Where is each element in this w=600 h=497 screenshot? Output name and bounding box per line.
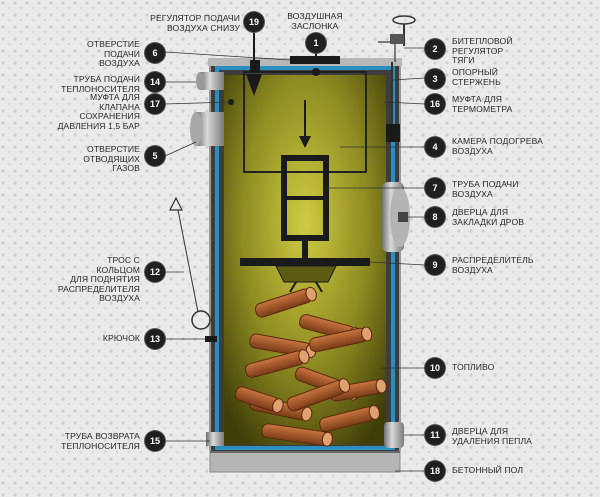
- callout-number-19: 19: [244, 12, 264, 32]
- draught-regulator: [390, 34, 404, 44]
- callout-number-9: 9: [425, 255, 445, 275]
- callout-label-12: Трос с кольцом для поднятия распределите…: [57, 255, 140, 304]
- callout-number-11: 11: [425, 425, 445, 445]
- callout-number-12: 12: [145, 262, 165, 282]
- callout-label-9: Распределитель воздуха: [452, 255, 534, 275]
- log: [261, 423, 333, 447]
- callout-label-7: Труба подачи воздуха: [452, 179, 519, 199]
- callout-number-16: 16: [425, 94, 445, 114]
- callout-label-5: Отверстие отводящих газов: [83, 144, 140, 174]
- callout-number-5: 5: [145, 146, 165, 166]
- callout-number-17: 17: [145, 94, 165, 114]
- callout-label-17: Муфта для клапана сохранения давления 1,…: [57, 92, 140, 131]
- callout-label-8: Дверца для закладки дров: [452, 207, 525, 227]
- log: [254, 286, 317, 318]
- callout-label-19: Регулятор подачи воздуха снизу: [150, 13, 240, 33]
- callout-label-18: Бетонный пол: [452, 465, 524, 475]
- return-pipe: [206, 432, 224, 446]
- callout-label-13: Крючок: [102, 333, 140, 343]
- log: [286, 378, 351, 412]
- callout-number-7: 7: [425, 178, 445, 198]
- air-distributor: [240, 258, 370, 266]
- log: [319, 405, 380, 433]
- callout-label-2: Битепловой регулятор тяги: [452, 36, 513, 66]
- callout-label-4: Камера подогрева воздуха: [452, 136, 543, 156]
- callout-label-10: Топливо: [452, 362, 495, 372]
- thermometer-socket: [386, 124, 400, 142]
- supply-pipe: [200, 72, 224, 90]
- callout-number-4: 4: [425, 137, 445, 157]
- firewood: [234, 286, 387, 447]
- callout-number-6: 6: [145, 43, 165, 63]
- callout-number-8: 8: [425, 207, 445, 227]
- callout-number-15: 15: [145, 431, 165, 451]
- air-heating-chamber: [243, 71, 367, 173]
- callout-number-1: 1: [306, 33, 326, 53]
- callout-number-18: 18: [425, 461, 445, 481]
- callout-label-14: Труба подачи теплоносителя: [61, 74, 140, 94]
- hook: [205, 336, 217, 342]
- callout-number-14: 14: [145, 72, 165, 92]
- air-damper: [290, 56, 340, 64]
- log: [234, 386, 284, 413]
- concrete-floor: [209, 451, 401, 473]
- callout-label-6: Отверстие подачи воздуха: [86, 39, 140, 69]
- callout-label-1: Воздушная заслонка: [287, 11, 343, 31]
- callout-label-15: Труба возврата теплоносителя: [61, 431, 140, 451]
- water-jacket: [215, 66, 395, 450]
- log: [309, 326, 373, 353]
- log: [245, 349, 310, 378]
- callout-number-13: 13: [145, 329, 165, 349]
- callout-label-11: Дверца для удаления пепла: [452, 426, 533, 446]
- callout-number-3: 3: [425, 69, 445, 89]
- callout-number-2: 2: [425, 39, 445, 59]
- ring: [191, 310, 211, 330]
- callout-number-10: 10: [425, 358, 445, 378]
- ash-door: [384, 422, 404, 448]
- callout-label-3: Опорный стержень: [452, 67, 501, 87]
- callout-label-16: Муфта для термометра: [452, 94, 513, 114]
